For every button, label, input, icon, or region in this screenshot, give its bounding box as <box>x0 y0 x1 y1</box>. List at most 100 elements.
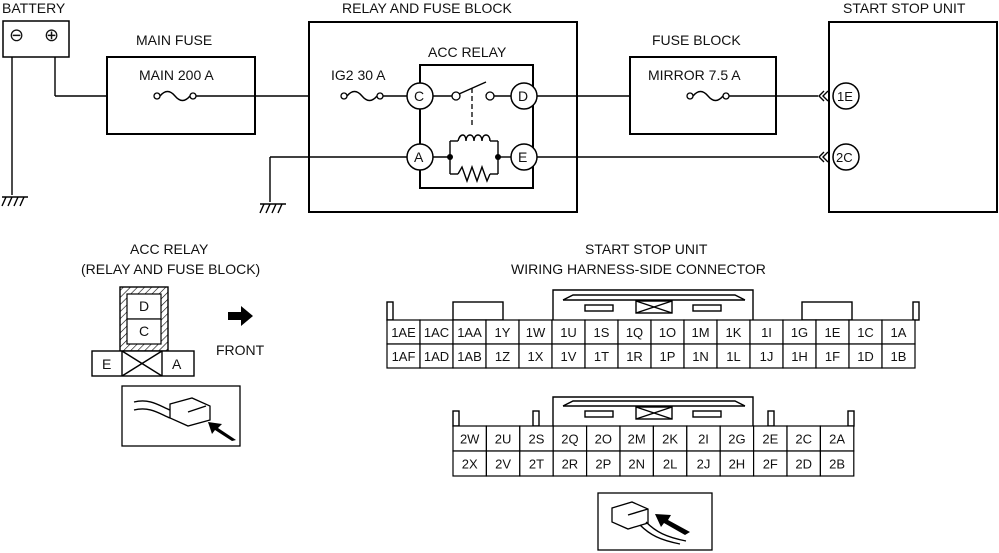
pin-label: 2A <box>829 432 845 447</box>
pin-label: 2S <box>529 432 545 447</box>
pin-label: 2I <box>698 432 709 447</box>
pin-label: 2K <box>662 432 678 447</box>
pin-1e-label: 1E <box>837 89 853 104</box>
pin-label: 2E <box>762 432 778 447</box>
pin-cell <box>786 425 822 452</box>
pin-1e <box>832 82 860 110</box>
pin-label: 1R <box>626 349 643 364</box>
ssu-connector-subtitle: WIRING HARNESS-SIDE CONNECTOR <box>511 261 766 277</box>
relay-switch-icon <box>433 81 511 128</box>
pin-label: 1Y <box>495 325 511 340</box>
pin-2c <box>832 143 860 171</box>
pin-label: 2C <box>795 432 812 447</box>
pin-cell <box>752 425 788 452</box>
pin-label: 2Q <box>561 432 578 447</box>
fuse-icon <box>340 90 384 102</box>
pin-label: 1O <box>659 325 676 340</box>
pin-cell <box>848 319 883 345</box>
pin-cell <box>585 450 621 477</box>
pin-label: 2X <box>462 457 478 472</box>
terminal-c-label: C <box>414 88 424 104</box>
pin-cell <box>485 425 521 452</box>
pin-label: 1AA <box>457 325 482 340</box>
pin-label: 2F <box>763 457 778 472</box>
main-fuse-label: MAIN 200 A <box>139 67 214 83</box>
pin-label: 1G <box>791 325 808 340</box>
start-stop-unit-title: START STOP UNIT <box>843 0 966 16</box>
pin-label: 1F <box>825 349 840 364</box>
pin-cell <box>518 319 553 345</box>
relay-cell-d: D <box>139 298 149 314</box>
pin-cell <box>619 425 655 452</box>
relay-connector-illustration-icon <box>121 385 241 447</box>
connector-arrow-icon <box>818 90 829 163</box>
pin-cell <box>786 450 822 477</box>
pin-label: 1P <box>660 349 676 364</box>
relay-cell-c: C <box>139 323 149 339</box>
pin-label: 1D <box>857 349 874 364</box>
mirror-fuse-label: MIRROR 7.5 A <box>648 67 741 83</box>
pin-cell <box>686 450 721 477</box>
pin-cell <box>819 425 855 452</box>
pin-label: 1AD <box>424 349 449 364</box>
pin-label: 1I <box>761 325 772 340</box>
pin-label: 2J <box>697 457 711 472</box>
pin-label: 2L <box>663 457 677 472</box>
battery-symbol <box>2 20 70 58</box>
pin-label: 2V <box>495 457 511 472</box>
pin-label: 1Z <box>495 349 510 364</box>
fuse-icon <box>153 90 197 102</box>
pin-cell <box>552 425 588 452</box>
pin-label: 1C <box>857 325 874 340</box>
connector-1-housing <box>386 289 920 321</box>
pin-cell <box>819 450 855 477</box>
relay-cell-e: E <box>102 356 111 372</box>
pin-label: 2U <box>495 432 512 447</box>
pin-label: 1AB <box>457 349 482 364</box>
pin-cell <box>452 450 488 477</box>
pin-cell <box>584 343 619 369</box>
ground-icon <box>1 196 28 207</box>
fuse-block-title: FUSE BLOCK <box>652 32 741 48</box>
pin-cell <box>519 450 554 477</box>
pin-label: 2N <box>628 457 645 472</box>
main-fuse-title: MAIN FUSE <box>136 32 212 48</box>
ground-icon <box>259 203 286 214</box>
pin-label: 2D <box>795 457 812 472</box>
front-arrow-icon <box>228 306 253 326</box>
pin-cell <box>652 425 688 452</box>
pin-label: 1A <box>891 325 907 340</box>
pin-cell <box>485 343 520 369</box>
pin-label: 1S <box>594 325 610 340</box>
pin-label: 1AF <box>392 349 416 364</box>
pin-cell <box>749 319 784 345</box>
pin-label: 1E <box>825 325 841 340</box>
pin-label: 1W <box>526 325 546 340</box>
pin-label: 1AC <box>424 325 449 340</box>
pin-label: 2W <box>460 432 480 447</box>
pin-label: 1J <box>760 349 774 364</box>
front-label: FRONT <box>216 342 265 358</box>
terminal-d-label: D <box>518 88 528 104</box>
pin-cell <box>782 343 817 369</box>
pin-label: 2G <box>728 432 745 447</box>
pin-label: 1B <box>891 349 907 364</box>
pin-label: 1L <box>726 349 740 364</box>
battery-negative-icon: ⊖ <box>9 25 24 45</box>
pin-cell <box>749 343 784 369</box>
pin-label: 1H <box>791 349 808 364</box>
pin-cell <box>881 319 916 345</box>
pin-label: 2B <box>829 457 845 472</box>
pin-label: 2O <box>595 432 612 447</box>
pin-label: 1X <box>528 349 544 364</box>
pin-cell <box>551 343 586 369</box>
pin-label: 2R <box>562 457 579 472</box>
acc-relay-title: ACC RELAY <box>428 44 507 60</box>
start-stop-unit-box <box>828 21 998 213</box>
pin-label: 2T <box>529 457 544 472</box>
connector-2-housing <box>452 396 855 427</box>
pin-cell <box>848 343 883 369</box>
